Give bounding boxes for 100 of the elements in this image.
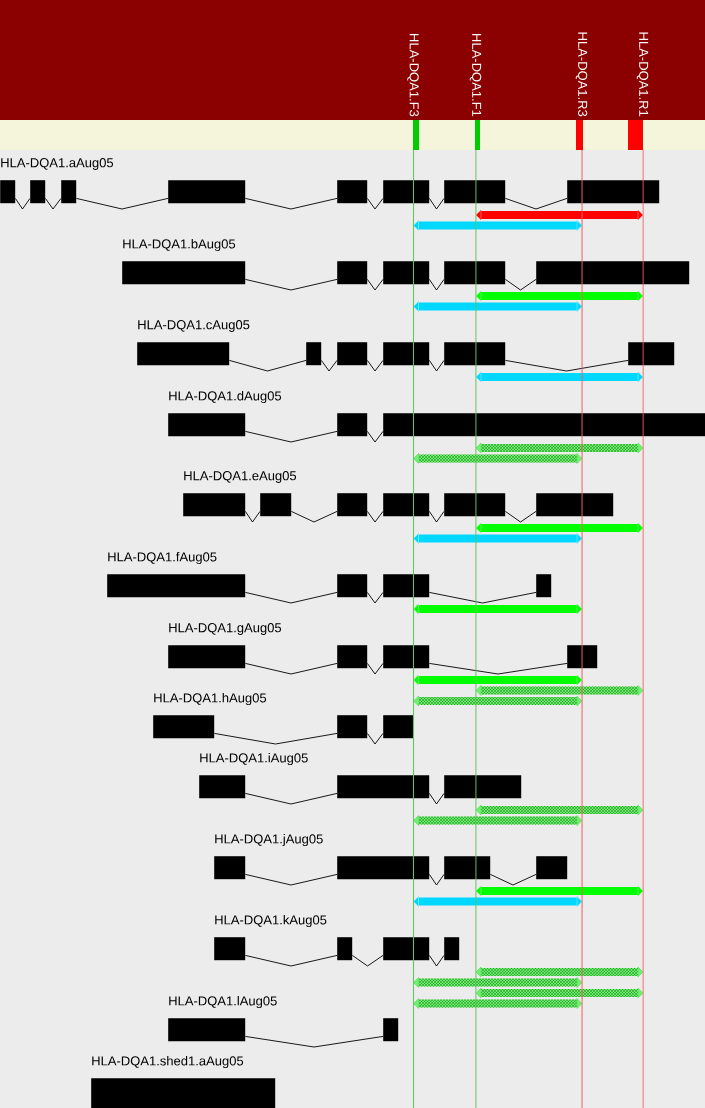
intron-line [244,278,338,291]
intron-line [428,873,445,886]
intron-line [14,197,31,210]
exon-box [383,715,414,739]
exon-box [383,493,430,517]
intron-line [75,197,169,210]
intron-line [244,197,338,210]
exon-box [107,574,246,598]
intron-line [228,359,307,372]
exon-box [337,775,430,799]
intron-line [366,510,384,523]
intron-line [428,197,445,210]
intron-line [366,732,384,745]
transcript-label: HLA-DQA1.lAug05 [169,995,277,1009]
transcript-label: HLA-DQA1.hAug05 [154,692,267,706]
exon-box [337,937,353,961]
intron-line [244,591,338,604]
exon-box [168,413,246,437]
transcript-label: HLA-DQA1.fAug05 [108,551,217,565]
exon-box [214,937,246,961]
transcript-label: HLA-DQA1.gAug05 [169,623,282,635]
intron-line [290,510,338,523]
exon-box [628,342,675,366]
intron-line [351,954,384,967]
exon-box [137,342,230,366]
exon-box [383,342,430,366]
primer-label: HLA-DQA1.R3 [575,32,588,117]
intron-line [244,1035,384,1048]
primer-label: HLA-DQA1.F3 [407,34,419,117]
exon-box [536,261,690,285]
primer-label: HLA-DQA1.R1 [636,32,649,117]
intron-line [366,430,384,443]
exon-box [337,856,430,880]
exon-box [306,342,322,366]
exon-box [199,775,246,799]
exon-box [337,261,368,285]
exon-box [383,180,430,204]
primer-label: HLA-DQA1.F1 [469,34,482,117]
exon-box [536,574,552,598]
exon-box [383,937,430,961]
exon-box [536,856,568,880]
transcript-label: HLA-DQA1.kAug05 [215,914,327,928]
intron-line [366,359,384,372]
exon-box [183,493,246,517]
exon-box [168,180,246,204]
intron-line [366,591,384,604]
intron-line [244,662,338,675]
exon-box [337,645,368,669]
intron-line [428,510,445,523]
transcript-label: HLA-DQA1.bAug05 [123,238,236,252]
exon-box [444,775,522,799]
intron-line [428,278,445,291]
intron-line [366,662,384,675]
intron-line [428,591,537,604]
exon-box [383,413,705,437]
exon-box [0,180,16,204]
exon-box [91,1078,276,1108]
exon-box [383,645,430,669]
transcript-label: HLA-DQA1.eAug05 [184,471,297,483]
exon-box [383,574,430,598]
transcript-label: HLA-DQA1.aAug05 [1,158,114,170]
exon-box [337,574,368,598]
exon-box [337,180,368,204]
intron-line [213,732,338,745]
exon-box [567,645,598,669]
exon-box [444,180,506,204]
intron-line [428,662,568,675]
intron-line [366,278,384,291]
intron-line [244,792,338,805]
exon-box [536,493,614,517]
intron-line [244,954,338,967]
exon-box [383,1018,399,1042]
exon-box [444,856,491,880]
exon-box [337,493,368,517]
intron-line [428,359,445,372]
intron-line [244,510,261,523]
intron-line [44,197,62,210]
exon-box [444,342,506,366]
intron-line [489,873,537,886]
exon-box [337,413,368,437]
intron-line [428,792,445,805]
exon-box [444,493,506,517]
exon-box [61,180,77,204]
exon-box [168,645,246,669]
transcript-label: HLA-DQA1.dAug05 [169,390,282,404]
exon-box [214,856,246,880]
exon-box [153,715,215,739]
intron-line [504,197,568,210]
exon-box [337,342,368,366]
exon-box [444,261,506,285]
exon-box [567,180,660,204]
exon-box [30,180,46,204]
intron-line [244,873,338,886]
exon-box [260,493,292,517]
transcript-label: HLA-DQA1.iAug05 [200,752,308,766]
intron-line [504,359,629,372]
intron-line [504,510,537,523]
transcript-label: HLA-DQA1.cAug05 [138,320,250,332]
intron-line [428,954,445,967]
intron-line [244,430,338,443]
